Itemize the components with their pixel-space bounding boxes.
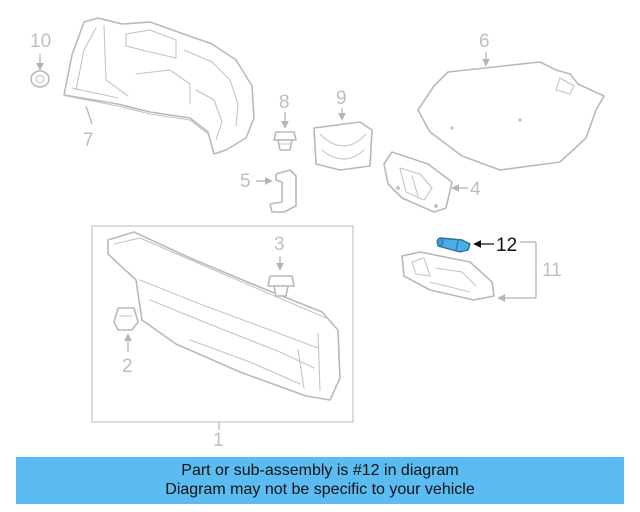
parts-diagram: 10 7 8 9 6 bbox=[30, 17, 605, 451]
part-3-clip: 3 bbox=[267, 234, 295, 297]
part-2-clip: 2 bbox=[113, 307, 139, 377]
callout-10: 10 bbox=[30, 31, 51, 52]
callout-12: 12 bbox=[496, 235, 517, 256]
banner-line-1: Part or sub-assembly is #12 in diagram bbox=[181, 462, 459, 479]
part-6-floor-cover: 6 bbox=[417, 31, 605, 171]
part-9-bracket: 9 bbox=[313, 88, 373, 171]
callout-2: 2 bbox=[122, 356, 133, 377]
callout-6: 6 bbox=[479, 31, 490, 52]
part-4-latch: 4 bbox=[383, 151, 481, 213]
callout-9: 9 bbox=[336, 88, 347, 109]
callout-3: 3 bbox=[274, 234, 285, 255]
part-10-grommet: 10 bbox=[30, 31, 51, 88]
callout-5: 5 bbox=[240, 171, 251, 192]
callout-8: 8 bbox=[279, 92, 290, 113]
callout-11: 11 bbox=[542, 260, 562, 281]
callout-1: 1 bbox=[213, 430, 224, 451]
part-11-handle-assembly: 11 bbox=[401, 241, 562, 302]
part-8-clip: 8 bbox=[273, 92, 297, 151]
callout-4: 4 bbox=[470, 179, 481, 200]
callout-7: 7 bbox=[83, 130, 94, 151]
part-1-rear-trim: 1 bbox=[91, 225, 354, 451]
part-12-bulb: 12 bbox=[436, 235, 517, 256]
info-banner: Part or sub-assembly is #12 in diagram D… bbox=[16, 457, 624, 504]
banner-line-2: Diagram may not be specific to your vehi… bbox=[165, 481, 475, 498]
part-7-side-trim: 7 bbox=[63, 17, 255, 155]
part-5-bracket: 5 bbox=[240, 169, 297, 213]
